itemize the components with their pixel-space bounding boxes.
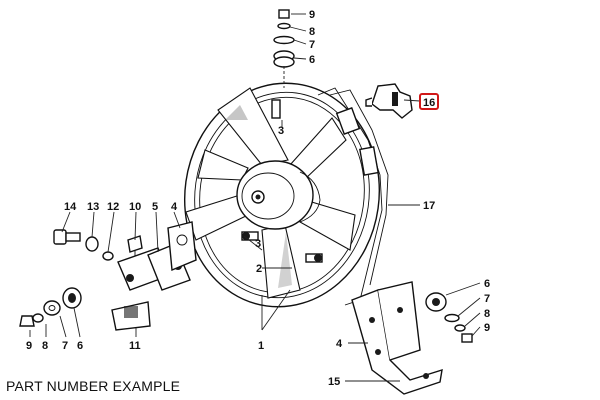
callout-5: 5 — [152, 201, 158, 213]
callout-16: 16 — [423, 97, 435, 109]
callout-9-bottom: 9 — [26, 340, 32, 352]
caption-text: PART NUMBER EXAMPLE — [6, 378, 181, 394]
top-hardware-stack — [273, 9, 295, 88]
bottom-left-hardware — [19, 287, 151, 331]
fan-mount-screws — [241, 99, 323, 263]
callout-3-upper: 3 — [278, 125, 284, 137]
callout-8-top: 8 — [309, 26, 315, 38]
callout-13: 13 — [87, 201, 99, 213]
callout-6-bottom: 6 — [77, 340, 83, 352]
highlight-box-16 — [419, 93, 439, 110]
right-bracket-15 — [351, 281, 443, 395]
callout-7-right: 7 — [484, 293, 490, 305]
callout-7-top: 7 — [309, 39, 315, 51]
callout-11: 11 — [129, 340, 141, 352]
connector-part-16 — [365, 83, 413, 119]
callout-12: 12 — [107, 201, 119, 213]
callout-1: 1 — [258, 340, 264, 352]
callout-6-top: 6 — [309, 54, 315, 66]
callout-8-right: 8 — [484, 308, 490, 320]
leader-lines — [29, 13, 481, 382]
callout-14: 14 — [64, 201, 77, 213]
fan-blades — [185, 87, 356, 299]
callout-7-bottom: 7 — [62, 340, 68, 352]
callout-4-left: 4 — [171, 201, 178, 213]
left-bracket-hardware — [53, 221, 197, 291]
motor-hub — [236, 160, 321, 230]
callout-6-right: 6 — [484, 278, 490, 290]
callout-15: 15 — [328, 376, 340, 388]
callout-4-right: 4 — [336, 338, 343, 350]
callout-9-top: 9 — [309, 9, 315, 21]
callout-8-bottom: 8 — [42, 340, 48, 352]
callout-3-lower: 3 — [255, 238, 261, 250]
right-hardware-stack — [425, 292, 473, 343]
callout-2: 2 — [256, 263, 262, 275]
callout-labels: 9 8 7 6 3 16 17 14 13 12 10 5 4 3 2 1 6 … — [26, 9, 490, 388]
callout-10: 10 — [129, 201, 141, 213]
callout-17: 17 — [423, 200, 435, 212]
callout-9-right: 9 — [484, 322, 490, 334]
